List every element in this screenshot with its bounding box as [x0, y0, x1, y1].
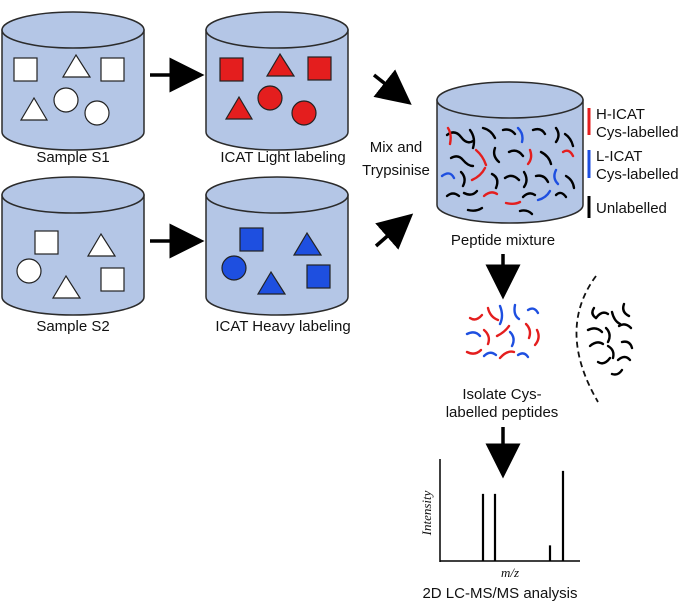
blue-square-shape — [239, 227, 264, 252]
blue-triangle-shape — [292, 231, 323, 256]
red-triangle-shape — [265, 52, 296, 77]
blue-circle-shape — [221, 255, 247, 281]
mass-spectrum: Intensity m/z — [419, 459, 580, 580]
legend-h-icat-line2: Cys-labelled — [596, 124, 679, 141]
isolate-line1: Isolate Cys- — [462, 386, 541, 403]
sample-s2-container — [1, 176, 145, 316]
triangle-shape — [61, 53, 92, 78]
arrow-up-right — [374, 213, 414, 250]
square-shape — [34, 230, 59, 255]
circle-shape — [16, 258, 42, 284]
circle-shape — [53, 87, 79, 113]
x-axis-label: m/z — [501, 565, 519, 580]
separation-dashed-line — [575, 275, 599, 403]
square-shape — [13, 57, 38, 82]
isolate-line2: labelled peptides — [446, 404, 559, 421]
analysis-caption: 2D LC-MS/MS analysis — [422, 585, 577, 602]
legend-l-icat-line1: L-ICAT — [596, 148, 642, 165]
sample-s1-container — [1, 11, 145, 151]
blue-square-shape — [306, 264, 331, 289]
red-circle-shape — [257, 85, 283, 111]
peptide-mixture-label: Peptide mixture — [451, 232, 555, 249]
square-shape — [100, 267, 125, 292]
triangle-shape — [51, 274, 82, 299]
legend-h-icat-line1: H-ICAT — [596, 106, 645, 123]
mix-step-line1: Mix and — [370, 139, 423, 156]
red-square-shape — [219, 57, 244, 82]
peptide-mixture-container — [436, 81, 584, 224]
isolated-peptides — [465, 303, 540, 360]
blue-triangle-shape — [256, 270, 287, 295]
triangle-shape — [19, 96, 49, 121]
icat-light-label: ICAT Light labeling — [220, 149, 345, 166]
arrow-down-right — [372, 69, 412, 105]
icat-heavy-label: ICAT Heavy labeling — [215, 318, 350, 335]
square-shape — [100, 57, 125, 82]
icat-heavy-container — [205, 176, 349, 316]
red-triangle-shape — [224, 95, 254, 120]
legend: H-ICAT Cys-labelled L-ICAT Cys-labelled … — [587, 106, 679, 218]
triangle-shape — [86, 232, 117, 257]
legend-l-icat-line2: Cys-labelled — [596, 166, 679, 183]
red-circle-shape — [291, 100, 317, 126]
sample-s2-label: Sample S2 — [36, 318, 109, 335]
y-axis-label: Intensity — [419, 490, 434, 536]
spectrum-peaks — [481, 470, 565, 561]
circle-shape — [84, 100, 110, 126]
red-square-shape — [307, 56, 332, 81]
icat-light-container — [205, 11, 349, 151]
mix-step-line2: Trypsinise — [362, 162, 430, 179]
peptide-fragments — [440, 126, 576, 216]
legend-unlabelled: Unlabelled — [596, 200, 667, 217]
discarded-unlabelled-peptides — [586, 302, 634, 376]
sample-s1-label: Sample S1 — [36, 149, 109, 166]
